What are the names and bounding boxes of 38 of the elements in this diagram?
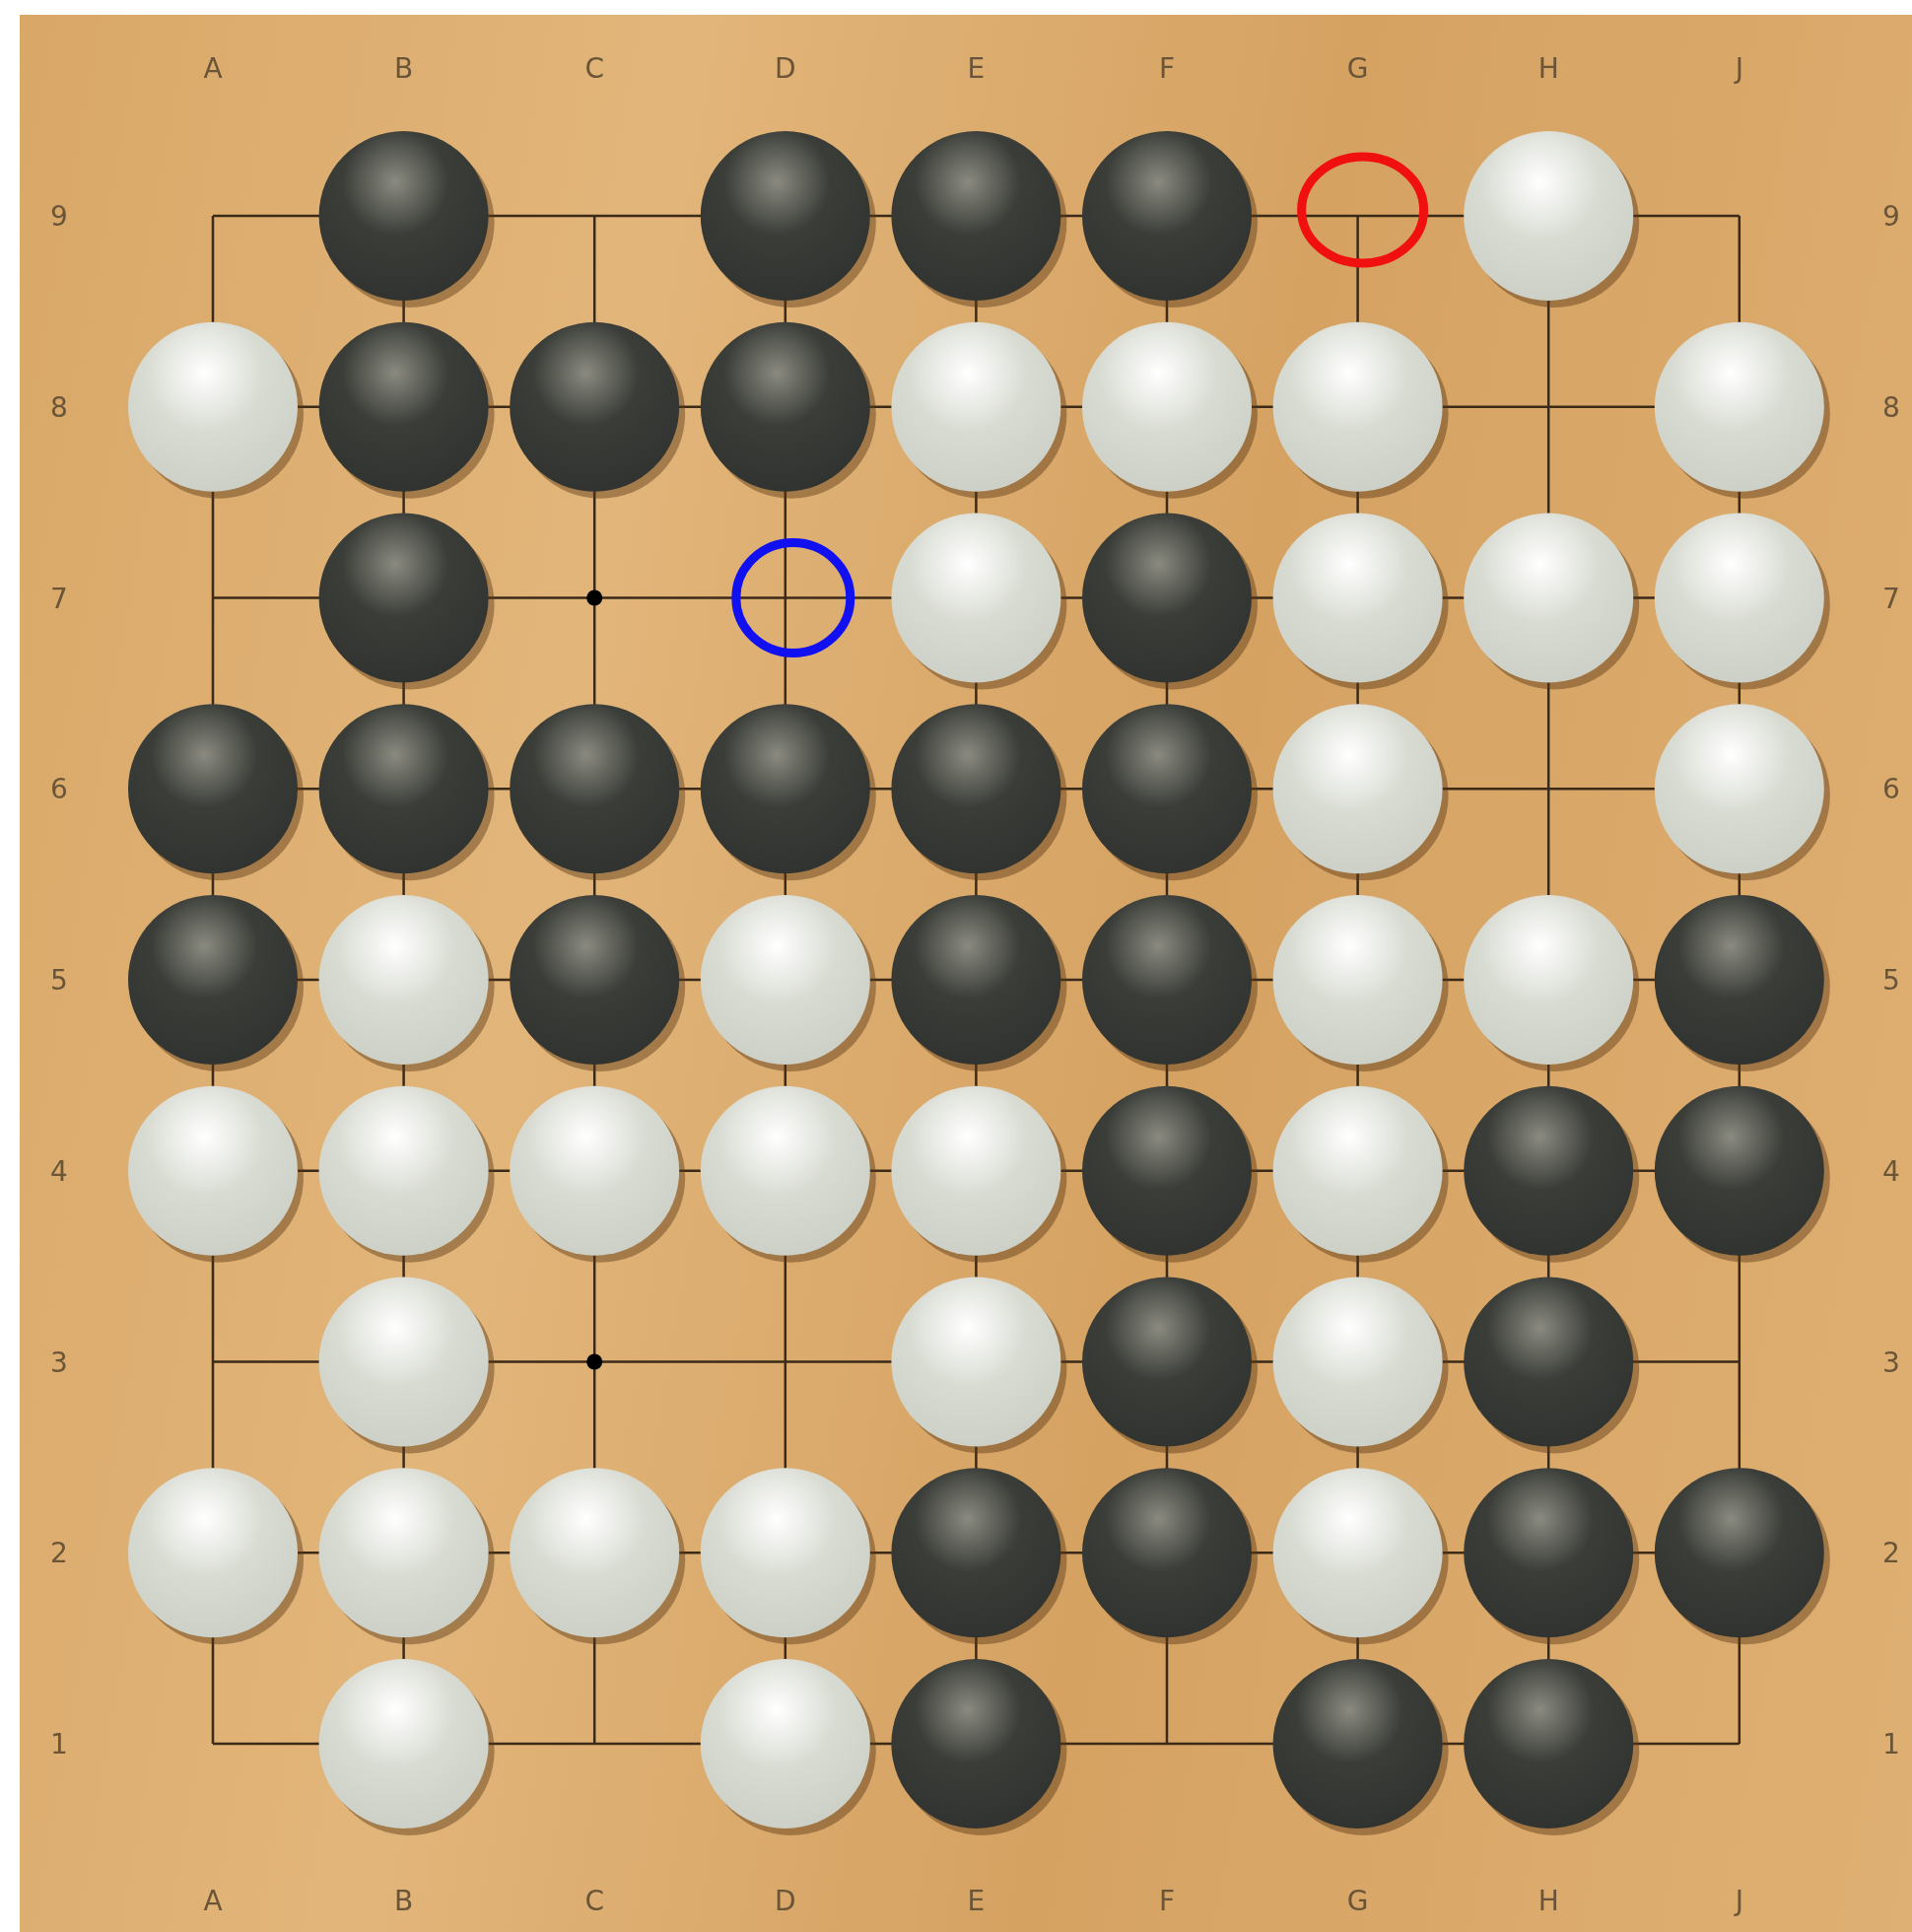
coordinate-label: C bbox=[584, 1884, 604, 1917]
coordinate-label: G bbox=[1346, 51, 1369, 85]
coordinate-label: E bbox=[967, 1884, 986, 1917]
coordinate-label: 2 bbox=[50, 1536, 68, 1569]
coordinate-label: 1 bbox=[50, 1727, 68, 1760]
coordinate-label: 4 bbox=[50, 1154, 68, 1188]
coordinate-label: 5 bbox=[1882, 963, 1900, 997]
coordinate-label: 3 bbox=[50, 1346, 68, 1378]
circle-marker bbox=[731, 538, 855, 657]
coordinate-label: 7 bbox=[50, 582, 68, 614]
coordinate-label: 2 bbox=[1882, 1536, 1900, 1569]
coordinate-label: H bbox=[1537, 1884, 1559, 1917]
coordinate-label: J bbox=[1735, 51, 1743, 85]
coordinate-label: A bbox=[203, 1884, 223, 1917]
coordinate-label: D bbox=[775, 51, 796, 85]
circle-marker bbox=[1297, 152, 1429, 268]
coordinate-label: D bbox=[775, 1884, 796, 1917]
coordinate-label: J bbox=[1735, 1884, 1743, 1917]
coordinate-label: 3 bbox=[1882, 1346, 1900, 1378]
coordinate-label: B bbox=[394, 51, 414, 85]
coordinate-label: 6 bbox=[50, 772, 68, 805]
coordinate-label: H bbox=[1537, 51, 1559, 85]
coordinate-label: C bbox=[584, 51, 604, 85]
coordinate-label: 4 bbox=[1882, 1154, 1900, 1188]
coordinate-label: E bbox=[967, 51, 986, 85]
coordinate-label: 5 bbox=[50, 963, 68, 997]
coordinate-label: 8 bbox=[50, 390, 68, 424]
coordinate-label: 7 bbox=[1882, 582, 1900, 614]
coordinate-label: F bbox=[1158, 51, 1176, 85]
coordinate-label: 9 bbox=[1882, 199, 1900, 233]
coordinate-label: 8 bbox=[1882, 390, 1900, 424]
coordinate-label: 9 bbox=[50, 199, 68, 233]
coordinate-label: A bbox=[203, 51, 223, 85]
coordinate-label: B bbox=[394, 1884, 414, 1917]
coordinate-label: 6 bbox=[1882, 772, 1900, 805]
coordinate-label: F bbox=[1158, 1884, 1176, 1917]
coordinate-label: G bbox=[1346, 1884, 1369, 1917]
coordinate-label: 1 bbox=[1882, 1727, 1900, 1760]
